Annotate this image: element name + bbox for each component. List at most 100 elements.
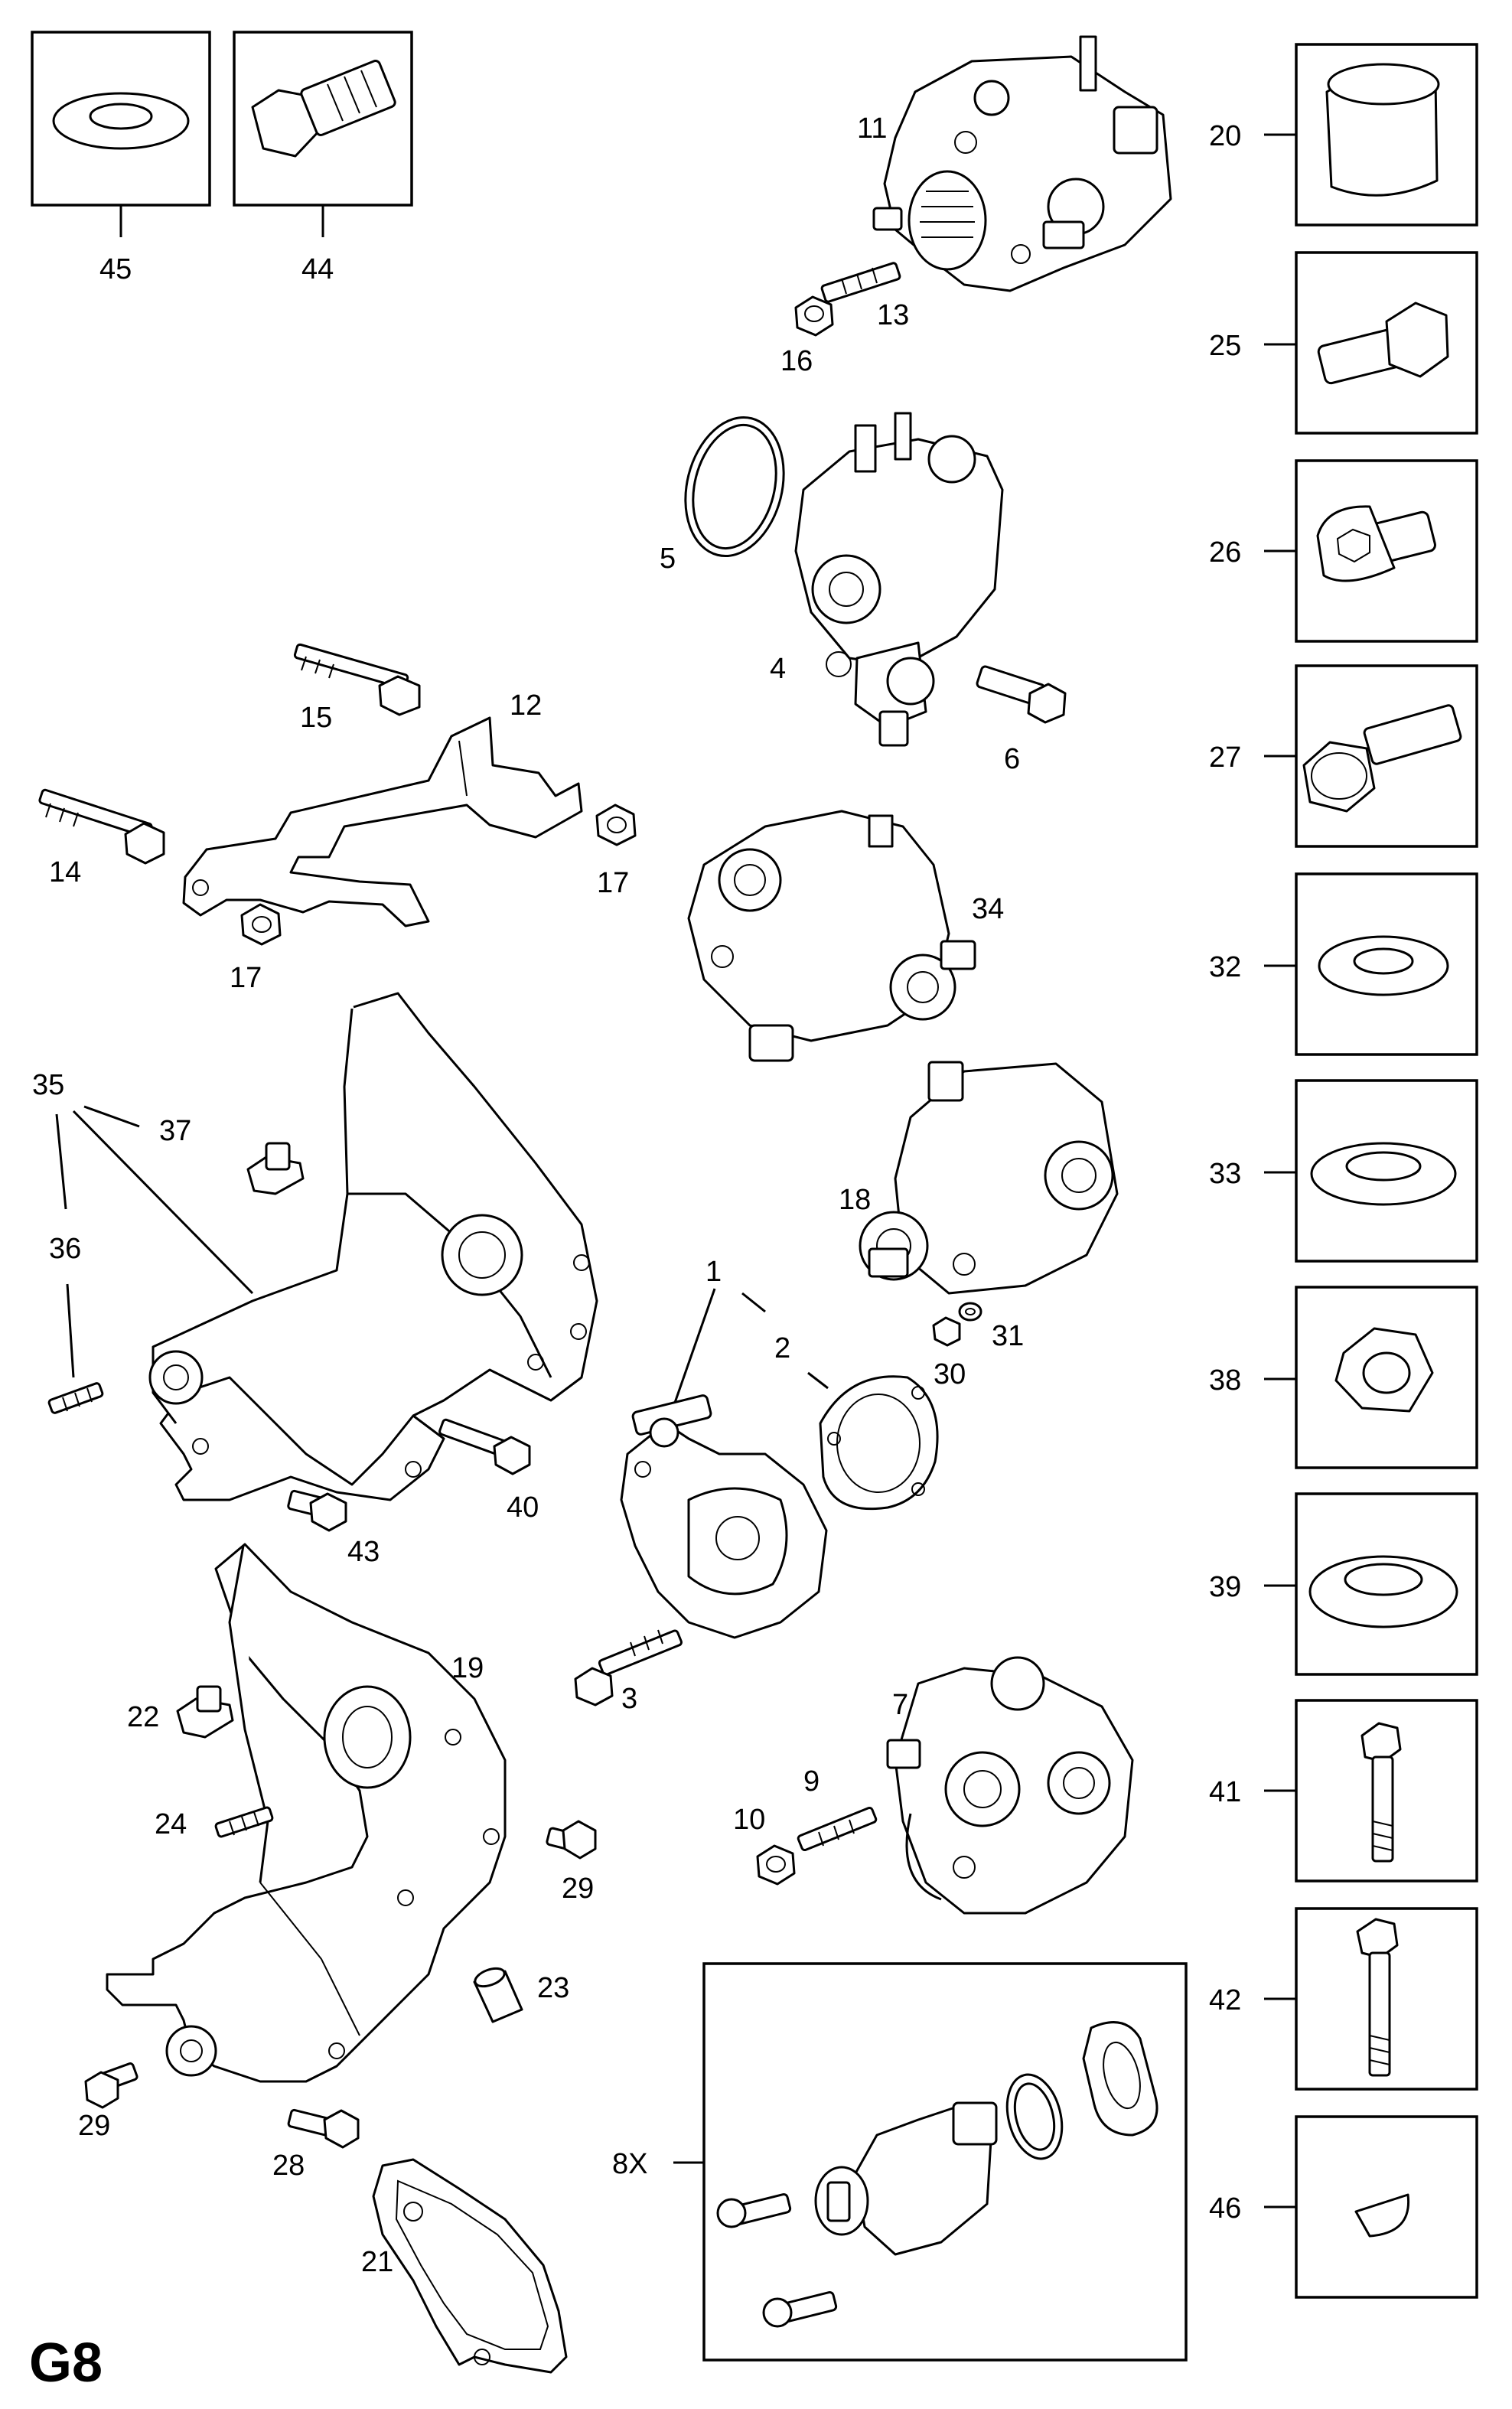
callout-4: 4 (770, 653, 786, 685)
part-41-long-bolt-box[interactable] (1264, 1699, 1478, 1883)
part-15-long-bolt[interactable] (293, 643, 421, 716)
part-32-washer-box[interactable] (1264, 872, 1478, 1056)
part-24-stud[interactable] (214, 1806, 274, 1838)
part-36-stud[interactable] (47, 1382, 104, 1414)
part-13-stud[interactable] (820, 262, 901, 303)
callout-11: 11 (857, 112, 887, 145)
part-8x-pressure-control-valve-kit[interactable] (673, 1962, 1188, 2362)
callout-13: 13 (877, 299, 909, 331)
callout-37: 37 (159, 1115, 191, 1147)
part-4-high-pressure-pump[interactable] (794, 412, 1004, 747)
part-25-bolt-box[interactable] (1264, 251, 1478, 435)
callout-23: 23 (537, 1972, 569, 2004)
callout-22: 22 (127, 1701, 159, 1733)
part-5-o-ring[interactable] (672, 407, 798, 567)
callout-2: 2 (774, 1332, 790, 1364)
part-29-flange-bolt-left[interactable] (84, 2062, 138, 2109)
part-3-flange-bolt[interactable] (574, 1629, 683, 1707)
callout-21: 21 (361, 2246, 393, 2278)
leader-35-36 (55, 1113, 67, 1210)
callout-5: 5 (660, 543, 676, 575)
callout-15: 15 (300, 702, 332, 734)
part-43-flange-bolt[interactable] (287, 1489, 347, 1532)
part-28-flange-bolt[interactable] (287, 2108, 360, 2149)
part-7-high-pressure-pump[interactable] (886, 1656, 1134, 1915)
callout-12: 12 (510, 689, 542, 722)
callout-45: 45 (99, 253, 132, 285)
callout-8x: 8X (612, 2148, 647, 2180)
part-38-nut-box[interactable] (1264, 1286, 1478, 1469)
part-11-injection-pump[interactable] (872, 35, 1172, 292)
part-34-high-pressure-pump[interactable] (687, 810, 976, 1062)
part-21-cover-gasket[interactable] (372, 2158, 568, 2374)
callout-44: 44 (301, 253, 334, 285)
part-22-plug[interactable] (176, 1685, 234, 1739)
part-20-sleeve-box[interactable] (1264, 43, 1478, 227)
part-27-flange-bolt-box[interactable] (1264, 664, 1478, 848)
part-1-vacuum-pump[interactable] (620, 1394, 828, 1639)
leader-1-2 (741, 1292, 766, 1313)
part-44-bolt-box[interactable] (233, 31, 413, 237)
callout-30: 30 (934, 1358, 966, 1390)
part-6-flange-bolt[interactable] (976, 665, 1067, 724)
part-17-nut-lower[interactable] (240, 903, 282, 946)
part-26-socket-bolt-box[interactable] (1264, 459, 1478, 643)
callout-42: 42 (1209, 1984, 1241, 2016)
leader-36-stud (66, 1283, 75, 1378)
part-39-thick-washer-box[interactable] (1264, 1492, 1478, 1676)
page-code: G8 (29, 2332, 103, 2394)
leader-2-gasket (807, 1371, 829, 1390)
part-31-washer[interactable] (958, 1302, 982, 1322)
part-33-washer-box[interactable] (1264, 1079, 1478, 1263)
callout-14: 14 (49, 856, 81, 888)
leader-35-housing (72, 1110, 254, 1295)
callout-19: 19 (451, 1652, 484, 1684)
callout-7: 7 (892, 1689, 908, 1721)
part-12-bracket[interactable] (182, 716, 583, 927)
callout-43: 43 (347, 1536, 380, 1568)
callout-27: 27 (1209, 742, 1241, 774)
part-14-long-bolt[interactable] (38, 788, 165, 865)
callout-20: 20 (1209, 120, 1241, 152)
part-42-long-bolt-box[interactable] (1264, 1907, 1478, 2091)
callout-28: 28 (272, 2150, 305, 2182)
callout-38: 38 (1209, 1364, 1241, 1397)
callout-18: 18 (839, 1184, 871, 1216)
part-35-pump-bracket-housing[interactable] (148, 992, 598, 1501)
callout-31: 31 (992, 1320, 1024, 1352)
part-45-washer-box[interactable] (31, 31, 211, 237)
callout-46: 46 (1209, 2192, 1241, 2225)
callout-33: 33 (1209, 1158, 1241, 1190)
leader-35-37 (83, 1105, 140, 1128)
callout-26: 26 (1209, 536, 1241, 569)
callout-36: 36 (49, 1233, 81, 1265)
callout-34: 34 (972, 893, 1004, 925)
part-46-woodruff-key-box[interactable] (1264, 2115, 1478, 2299)
callout-17-upper: 17 (597, 867, 629, 899)
part-29-flange-bolt-right[interactable] (546, 1820, 597, 1860)
part-16-nut[interactable] (794, 295, 834, 337)
part-23-dowel-sleeve[interactable] (473, 1965, 523, 2023)
part-18-high-pressure-pump[interactable] (859, 1061, 1119, 1295)
part-37-plug[interactable] (246, 1142, 305, 1195)
callout-32: 32 (1209, 951, 1241, 983)
callout-29-left: 29 (78, 2110, 110, 2142)
part-40-bolt[interactable] (438, 1418, 531, 1475)
part-17-nut-upper[interactable] (595, 804, 637, 846)
part-9-stud[interactable] (797, 1806, 878, 1852)
part-10-nut[interactable] (756, 1844, 796, 1886)
callout-25: 25 (1209, 330, 1241, 362)
part-19-pump-housing-cover[interactable] (106, 1543, 507, 2083)
callout-40: 40 (507, 1491, 539, 1524)
callout-9: 9 (803, 1765, 820, 1798)
part-30-nut[interactable] (932, 1316, 961, 1347)
callout-29-right: 29 (562, 1873, 594, 1905)
callout-10: 10 (733, 1804, 765, 1836)
callout-35: 35 (32, 1069, 64, 1101)
callout-24: 24 (155, 1808, 187, 1840)
callout-17-lower: 17 (230, 962, 262, 994)
callout-41: 41 (1209, 1776, 1241, 1808)
part-2-gasket[interactable] (819, 1375, 939, 1511)
